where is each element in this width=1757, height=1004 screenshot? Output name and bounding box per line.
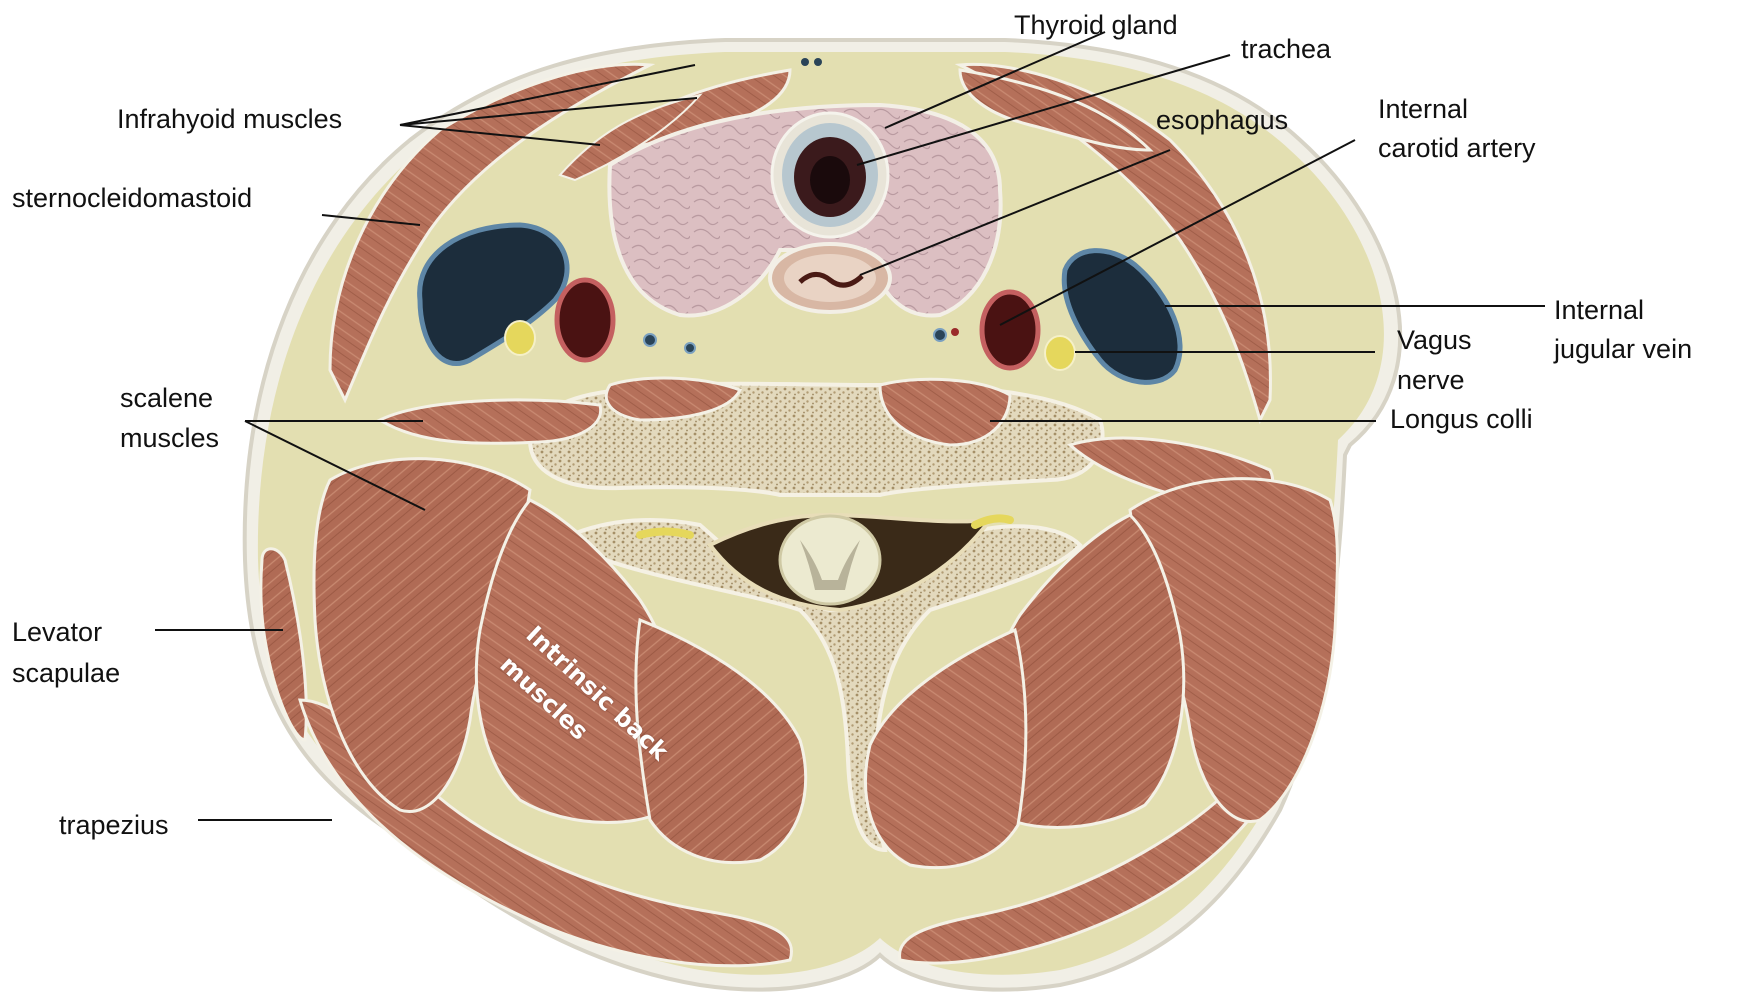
label-vagus-2: nerve [1397, 365, 1465, 395]
label-scalene-1: scalene [120, 383, 214, 413]
label-levator-1: Levator [12, 617, 103, 647]
small-vessel [643, 333, 657, 347]
intrinsic-back-right-mid [979, 513, 1186, 829]
sternocleidomastoid-left [328, 62, 656, 404]
label-esophagus: esophagus [1156, 105, 1289, 135]
label-internal-jugular-1: Internal [1554, 295, 1645, 325]
label-levator-2: scapulae [12, 658, 121, 688]
infrahyoid-right [958, 68, 1154, 152]
esophagus-lumen [798, 272, 864, 288]
levator-scapulae-left [259, 547, 308, 742]
longus-colli-left [604, 376, 743, 422]
longus-colli-right [878, 377, 1012, 447]
label-scalene-2: muscles [120, 423, 220, 453]
scalene-left-1 [376, 398, 603, 445]
internal-jugular-left [417, 222, 570, 366]
label-vagus-1: Vagus [1397, 325, 1472, 355]
spinal-cord-grey-matter [800, 540, 860, 590]
intrinsic-back-right-inner [864, 627, 1028, 870]
small-vessel [801, 58, 809, 66]
spinal-cord [778, 514, 882, 606]
label-internal-carotid-1: Internal [1378, 94, 1469, 124]
label-trachea: trachea [1241, 34, 1332, 64]
small-vessel [933, 328, 947, 342]
nerve-root-left [636, 527, 694, 539]
internal-carotid-left [554, 277, 616, 363]
small-vessel [684, 342, 696, 354]
small-vessel [951, 328, 959, 336]
leader-lines [155, 31, 1545, 821]
intrinsic-back-left-outer [312, 457, 532, 813]
intrinsic-back-right-outer [1128, 477, 1339, 823]
label-trapezius: trapezius [59, 810, 169, 840]
label-infrahyoid-muscles: Infrahyoid muscles [117, 104, 343, 134]
vagus-nerve-left [504, 320, 536, 356]
label-longus-colli: Longus colli [1390, 404, 1533, 434]
intrinsic-back-left-inner [634, 617, 808, 865]
vagus-nerve-right [1044, 335, 1076, 371]
label-internal-carotid-2: carotid artery [1378, 133, 1536, 163]
internal-carotid-right [979, 289, 1041, 371]
label-thyroid-gland: Thyroid gland [1014, 10, 1178, 40]
intrinsic-back-left-mid [474, 498, 686, 824]
nerve-root-right [971, 514, 1014, 529]
small-vessel [814, 58, 822, 66]
trachea-lumen-core [810, 156, 850, 204]
label-sternocleidomastoid: sternocleidomastoid [12, 183, 253, 213]
label-internal-jugular-2: jugular vein [1554, 334, 1693, 364]
internal-jugular-right [1061, 248, 1183, 385]
